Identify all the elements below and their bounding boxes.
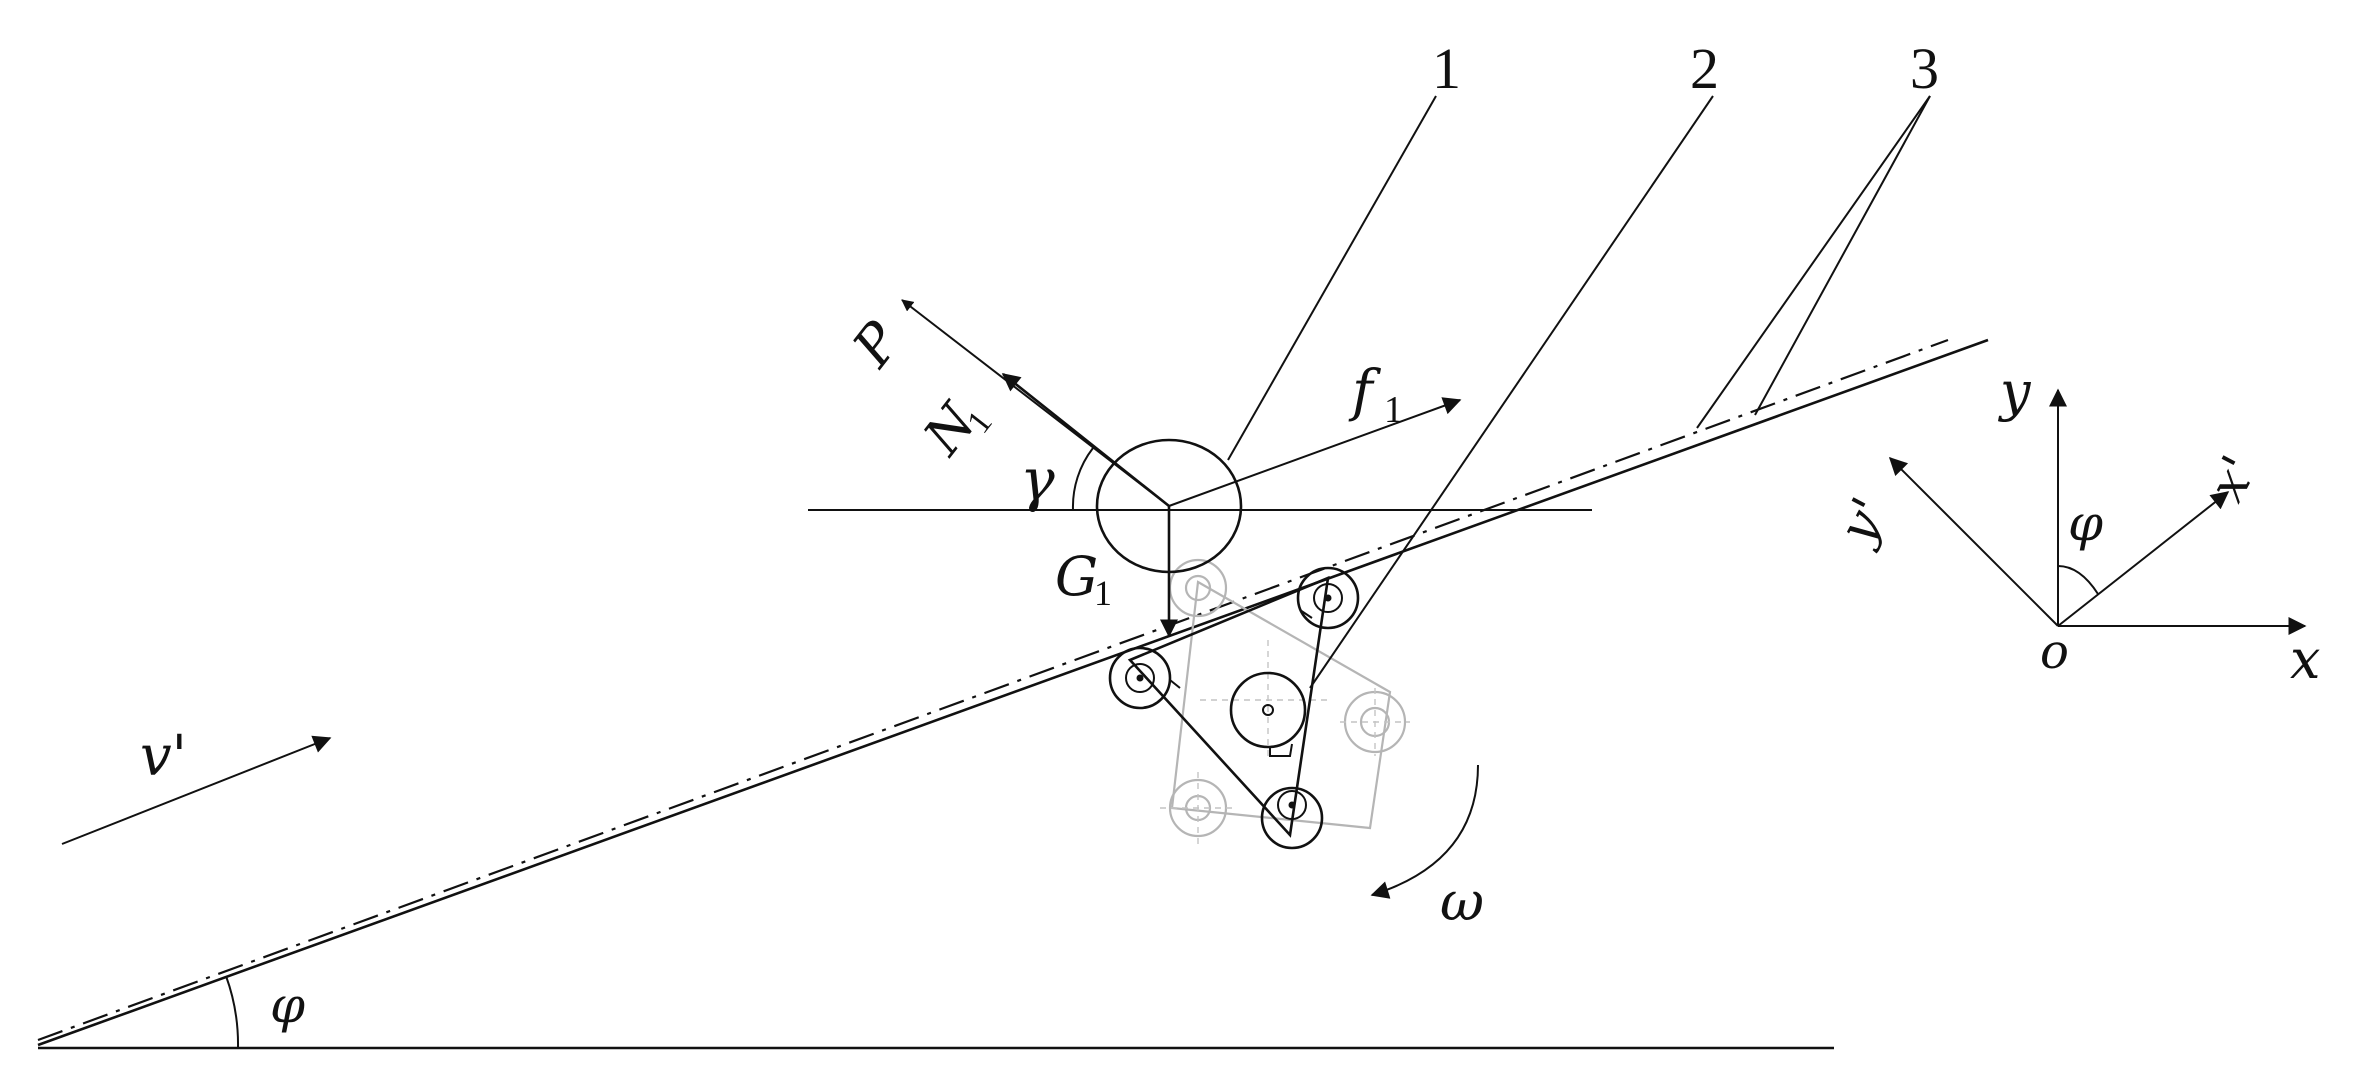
part-2-label: 2	[1690, 36, 1719, 101]
gamma-arc	[1071, 447, 1094, 511]
svg-text:1: 1	[1094, 573, 1112, 613]
rotor-ghost-outline	[1160, 558, 1410, 846]
part-3-leader-a	[1696, 95, 1931, 429]
gamma-label: γ	[1020, 446, 1055, 514]
normal-force-arrow	[1001, 372, 1170, 508]
base-angle-label: φ	[270, 976, 305, 1034]
rotor-triangle	[1108, 566, 1360, 850]
friction-force-label: f 1	[1348, 359, 1403, 431]
rotation-arrow	[1370, 764, 1479, 899]
gravity-label: G 1	[1055, 545, 1112, 613]
inclined-plate-line	[37, 338, 1989, 1047]
y-prime-axis	[1888, 456, 2059, 627]
part-3-label: 3	[1910, 36, 1939, 101]
svg-text:G: G	[1055, 545, 1098, 608]
omega-label: ω	[1440, 870, 1484, 933]
part-1-label: 1	[1432, 36, 1461, 101]
x-axis-label: x	[2290, 628, 2320, 691]
normal-force-label: N 1	[912, 392, 1000, 468]
origin-label: o	[2040, 624, 2069, 680]
svg-text:f: f	[1348, 359, 1382, 424]
base-angle-arc	[225, 975, 240, 1049]
part-2-leader	[1309, 95, 1714, 689]
inclined-centre-line	[37, 338, 1949, 1042]
velocity-label: v'	[140, 724, 187, 789]
force-p-label: P	[840, 309, 914, 379]
friction-force-arrow	[1168, 397, 1462, 507]
x-prime-axis	[2057, 491, 2230, 627]
svg-text:1: 1	[1384, 389, 1403, 431]
y-prime-label: y'	[1827, 488, 1899, 554]
axes-angle-arc	[2057, 565, 2099, 595]
coordinate-axes	[1888, 388, 2307, 635]
part-3-leader-b	[1754, 95, 1931, 416]
part-1-leader	[1227, 95, 1437, 461]
x-prime-label: x'	[2198, 446, 2269, 510]
axes-angle-label: φ	[2068, 494, 2103, 552]
velocity-arrow	[61, 735, 332, 845]
y-axis-label: y	[1998, 360, 2032, 423]
